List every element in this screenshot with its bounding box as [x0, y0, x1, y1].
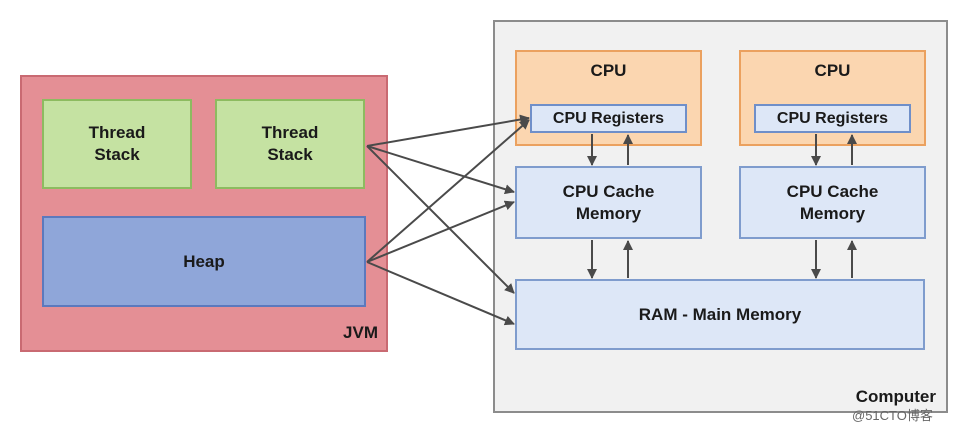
cpu-1-cache-line-2: Memory [575, 203, 642, 223]
arrow-heap-to-cache [366, 200, 515, 263]
ram-main-memory: RAM - Main Memory [515, 279, 925, 350]
heap: Heap [42, 216, 366, 307]
thread-stack-1-line-1: Thread [88, 123, 146, 142]
heap-label: Heap [183, 251, 225, 271]
thread-stack-2-line-2: Stack [267, 145, 313, 164]
thread-stack-1: Thread Stack [42, 99, 192, 189]
cpu-1-registers: CPU Registers [530, 104, 687, 133]
arrow-stack-to-ram [366, 145, 515, 294]
cpu-1-cache-memory: CPU Cache Memory [515, 166, 702, 239]
cpu-2-registers: CPU Registers [754, 104, 911, 133]
thread-stack-1-line-2: Stack [94, 145, 140, 164]
jvm-label: JVM [343, 323, 378, 342]
ram-label: RAM - Main Memory [638, 304, 802, 324]
cpu-2-cache-line-1: CPU Cache [786, 181, 879, 201]
cpu-2-cache-line-2: Memory [799, 203, 866, 223]
cpu-2-cache-memory: CPU Cache Memory [739, 166, 926, 239]
cpu-2-title: CPU [814, 61, 851, 80]
watermark: @51CTO博客 [852, 408, 933, 423]
cpu-2-registers-label: CPU Registers [776, 109, 889, 127]
cpu-1-registers-label: CPU Registers [552, 109, 665, 127]
cpu-1-title: CPU [590, 61, 627, 80]
arrow-stack-to-cache [366, 145, 515, 195]
arrow-heap-to-ram [366, 261, 515, 326]
thread-stack-2: Thread Stack [215, 99, 365, 189]
cpu-1-cache-line-1: CPU Cache [562, 181, 655, 201]
computer-label: Computer [855, 387, 936, 406]
thread-stack-2-line-1: Thread [261, 123, 319, 142]
